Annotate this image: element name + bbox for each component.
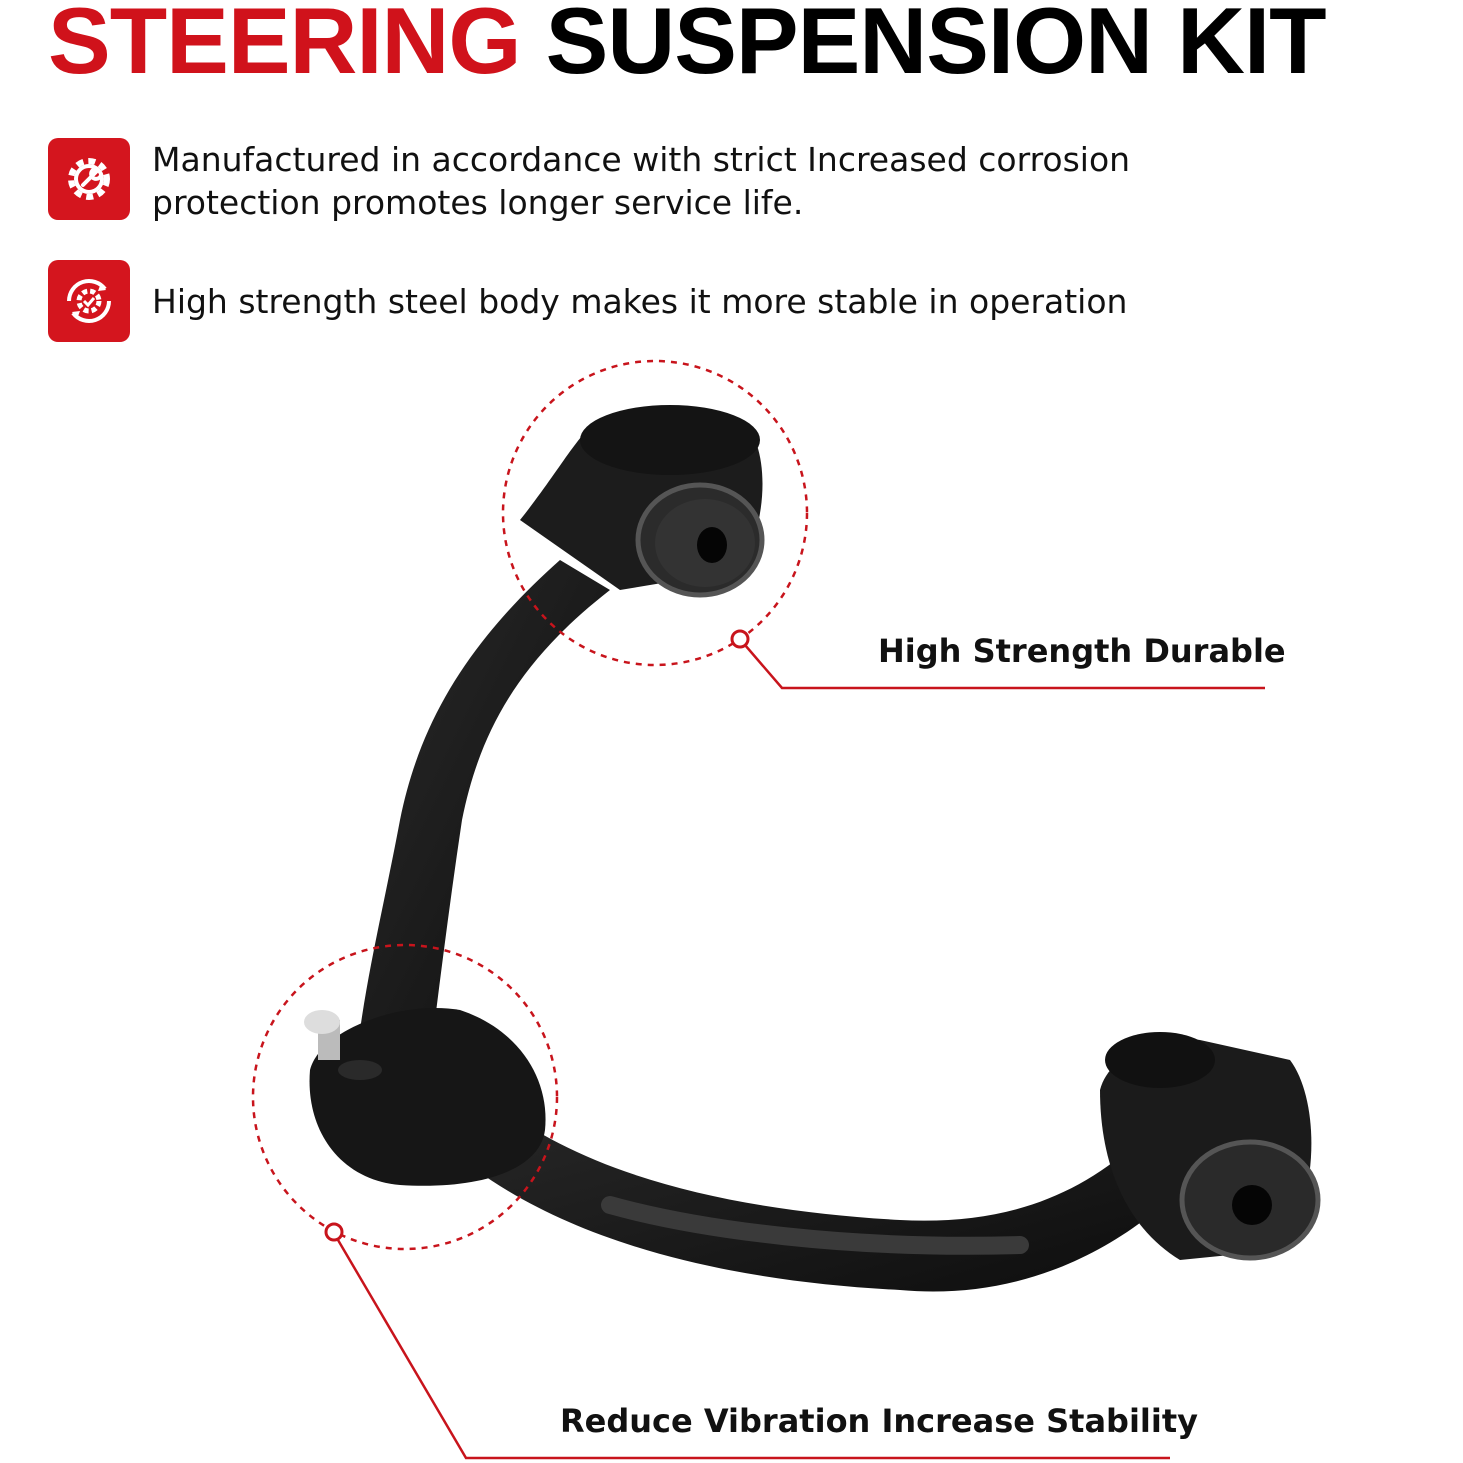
callout-line-1: [744, 644, 1265, 690]
highlight-circle-joint: [251, 943, 559, 1251]
feature-item: High strength steel body makes it more s…: [48, 260, 1127, 342]
highlight-circle-top: [501, 359, 809, 667]
title-accent: STEERING: [48, 0, 522, 93]
gear-cycle-icon: [48, 260, 130, 342]
callout-label-stability: Reduce Vibration Increase Stability: [560, 1402, 1198, 1440]
title-main: SUSPENSION KIT: [520, 0, 1327, 93]
gear-wrench-icon: [48, 138, 130, 220]
feature-text: Manufactured in accordance with strict I…: [152, 140, 1131, 222]
feature-item: Manufactured in accordance with strict I…: [48, 138, 1232, 224]
page-title: STEERING SUSPENSION KIT: [48, 0, 1327, 88]
arm-upper-segment: [360, 560, 610, 1060]
feature-text: High strength steel body makes it more s…: [152, 282, 1128, 321]
right-bushing: [1100, 1032, 1321, 1261]
callout-line-2: [336, 1239, 1170, 1460]
callout-label-durable: High Strength Durable: [878, 632, 1286, 670]
ball-joint: [304, 1008, 546, 1186]
top-bushing: [520, 405, 765, 598]
